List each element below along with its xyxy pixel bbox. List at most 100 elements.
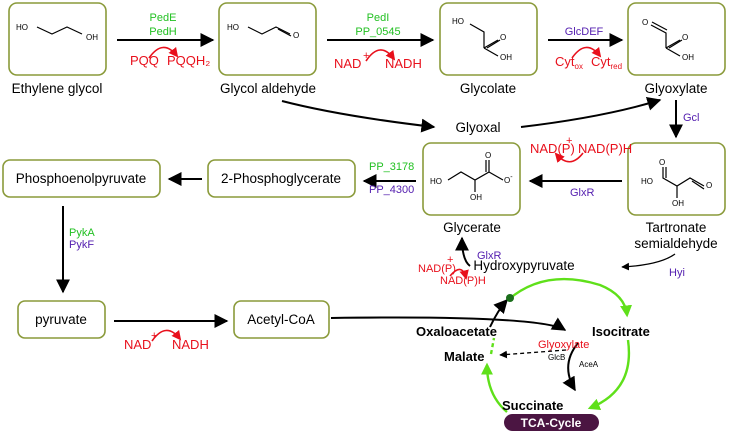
enzyme-glcb: GlcB xyxy=(548,353,565,362)
cofactor-nadp-1: NAD(P) xyxy=(530,141,575,156)
glycerate-oh: OH xyxy=(470,193,482,202)
glycol-aldehyde-node: HO O Glycol aldehyde xyxy=(218,2,317,96)
tartronate-label-line1: Tartronate xyxy=(646,220,707,235)
enzyme-pedh: PedH xyxy=(149,26,177,38)
glycol-aldehyde-structure-box xyxy=(218,2,317,76)
enzyme-pykf: PykF xyxy=(69,239,94,251)
cycle-junction-dot xyxy=(506,294,514,302)
arrow-glyoxal-to-glyoxylate xyxy=(520,97,662,128)
glyoxal-label: Glyoxal xyxy=(455,120,500,135)
cofactor-nadph-1: NAD(P)H xyxy=(578,141,632,156)
enzyme-hyi: Hyi xyxy=(669,267,685,279)
enzyme-pedi: PedI xyxy=(367,12,390,24)
cofactor-nadh-1: NADH xyxy=(385,56,422,71)
tartronate-oh: OH xyxy=(672,199,684,208)
enzyme-gcl: Gcl xyxy=(683,112,700,124)
cycle-arc-right xyxy=(587,339,631,410)
cofactor-plus-3: + xyxy=(151,330,157,342)
tartronate-double-bonds xyxy=(665,167,705,190)
glyoxylate-small-label: Glyoxylate xyxy=(538,339,589,351)
glycerate-o: O xyxy=(485,151,491,160)
tartronate-o: O xyxy=(706,181,712,190)
glycerate-o-minus: O- xyxy=(504,174,513,185)
pyruvate-box xyxy=(17,300,106,339)
glycerate-label: Glycerate xyxy=(443,220,501,235)
glycolate-label: Glycolate xyxy=(460,81,516,96)
phosphoenolpyruvate-label: Phosphoenolpyruvate xyxy=(16,171,147,186)
cofactor-cyt-red: Cytred xyxy=(591,54,622,71)
enzyme-acea: AceA xyxy=(579,360,599,369)
cofactor-nadph-2: NAD(P)H xyxy=(440,275,486,287)
tartronate-o-top: O xyxy=(659,158,665,167)
ethylene-glycol-node: HO OH Ethylene glycol xyxy=(8,2,107,96)
two-phosphoglycerate-box xyxy=(207,159,356,198)
enzyme-pp-3178: PP_3178 xyxy=(369,161,414,173)
tartronate-bonds xyxy=(662,167,705,198)
cofactor-cyt-ox: Cytox xyxy=(555,54,583,71)
cofactor-plus-1: + xyxy=(363,50,369,62)
glycol-aldehyde-o: O xyxy=(293,31,299,40)
glycol-aldehyde-bonds xyxy=(247,26,291,35)
acetyl-coa-box xyxy=(233,300,330,339)
enzyme-glcdef: GlcDEF xyxy=(565,26,604,38)
glyoxylate-structure-box xyxy=(627,2,726,76)
ethylene-glycol-structure-box xyxy=(8,2,107,76)
enzyme-glxr-1: GlxR xyxy=(570,187,595,199)
arrow-to-citrate xyxy=(489,298,508,328)
nad-cofactor-arc-1 xyxy=(365,49,396,62)
glycol-aldehyde-ho: HO xyxy=(227,23,239,32)
glyoxylate-bonds xyxy=(650,24,681,57)
hydroxypyruvate-label: Hydroxypyruvate xyxy=(473,258,574,273)
glyoxylate-label: Glyoxylate xyxy=(644,81,707,96)
enzyme-pede: PedE xyxy=(150,12,177,24)
isocitrate-label: Isocitrate xyxy=(592,324,650,339)
glycerate-node: HO O O- OH Glycerate xyxy=(422,142,521,235)
glycolate-bonds xyxy=(469,23,499,57)
glycerate-bonds xyxy=(447,160,504,192)
acetyl-coa-label: Acetyl-CoA xyxy=(247,312,315,327)
cofactor-nad-2: NAD xyxy=(124,337,151,352)
arrow-isocitrate-to-succinate xyxy=(562,342,579,392)
enzyme-glxr-2: GlxR xyxy=(477,250,502,262)
arrow-hydroxypyruvate-to-glycerate xyxy=(455,236,471,267)
glycolate-ho: HO xyxy=(452,17,464,26)
tartronate-label-line2: semialdehyde xyxy=(634,236,717,251)
tca-cycle-label: TCA-Cycle xyxy=(521,416,582,430)
glycolate-oh: OH xyxy=(500,53,512,62)
cycle-arc-top xyxy=(507,277,633,318)
cofactor-nadp-2: NAD(P) xyxy=(418,263,456,275)
tartronate-semialdehyde-node: O HO O OH Tartronate semialdehyde xyxy=(627,142,726,251)
arrow-tartronate-to-hydroxypyruvate xyxy=(621,253,676,271)
enzyme-pyka: PykA xyxy=(69,227,95,239)
glycol-aldehyde-double-bond xyxy=(277,28,292,37)
tartronate-ho: HO xyxy=(641,177,653,186)
glycol-aldehyde-label: Glycol aldehyde xyxy=(220,81,316,96)
two-phosphoglycerate-label: 2-Phosphoglycerate xyxy=(221,171,341,186)
cyt-cofactor-arc xyxy=(571,46,602,59)
glyoxylate-o-top: O xyxy=(642,18,648,27)
succinate-label: Succinate xyxy=(502,398,563,413)
nad-cofactor-arc-2 xyxy=(151,329,182,342)
glycolate-node: HO O OH Glycolate xyxy=(439,2,538,96)
ethylene-glycol-label: Ethylene glycol xyxy=(12,81,103,96)
tca-cycle: Oxaloacetate Isocitrate Malate Succinate… xyxy=(330,277,650,431)
cofactor-nad-1: NAD xyxy=(334,56,361,71)
glyoxylate-o: O xyxy=(682,33,688,42)
ethylene-glycol-bonds xyxy=(36,26,83,35)
tartronate-structure-box xyxy=(627,142,726,216)
enzyme-pp-4300: PP_4300 xyxy=(369,184,414,196)
pqq-cofactor-arc xyxy=(148,46,179,59)
tca-cycle-badge xyxy=(504,414,599,431)
cofactor-pqqh2: PQQH₂ xyxy=(167,53,210,68)
ethylene-glycol-oh: OH xyxy=(86,33,98,42)
glycolate-o: O xyxy=(500,33,506,42)
glyoxylate-oh: OH xyxy=(682,53,694,62)
pyruvate-label: pyruvate xyxy=(35,312,87,327)
enzyme-pp-0545: PP_0545 xyxy=(355,26,400,38)
arrow-acetylcoa-to-cycle xyxy=(330,316,567,331)
cofactor-plus-4: + xyxy=(447,254,453,266)
phosphoenolpyruvate-box xyxy=(2,159,161,198)
oxaloacetate-label: Oxaloacetate xyxy=(416,324,497,339)
ethylene-glycol-ho: HO xyxy=(16,23,28,32)
